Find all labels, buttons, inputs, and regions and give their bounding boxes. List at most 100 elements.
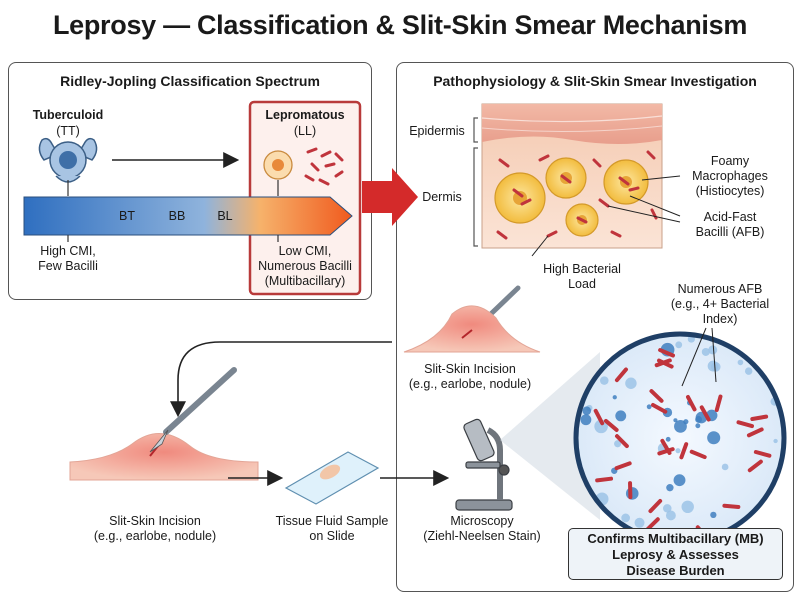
acid-fast-bacillus bbox=[764, 496, 774, 514]
stained-cell bbox=[737, 359, 744, 366]
acid-fast-bacillus bbox=[679, 442, 689, 460]
stained-cell bbox=[608, 339, 614, 345]
conclusion-line: Leprosy & Assesses bbox=[612, 547, 739, 562]
stained-cell bbox=[594, 419, 608, 434]
acid-fast-bacillus bbox=[654, 358, 672, 368]
stained-cell bbox=[708, 345, 718, 355]
acid-fast-bacillus bbox=[746, 427, 764, 438]
magnification-cone bbox=[500, 352, 600, 520]
stained-cell bbox=[646, 404, 652, 410]
lepromatous-abbr: (LL) bbox=[293, 124, 317, 138]
stained-cell bbox=[701, 347, 710, 356]
stained-cell bbox=[665, 436, 671, 442]
tissue-sample-label: Tissue Fluid Sample bbox=[275, 514, 389, 528]
bottom-incision-label: Slit-Skin Incision bbox=[109, 514, 201, 528]
stained-cell bbox=[763, 507, 775, 519]
transition-arrow bbox=[362, 168, 418, 226]
acid-fast-bacillus bbox=[750, 414, 769, 422]
tuberculoid-label: Tuberculoid bbox=[32, 108, 104, 122]
acid-fast-bacillus bbox=[747, 459, 763, 473]
stained-cell bbox=[773, 438, 778, 444]
stained-cell bbox=[621, 513, 630, 523]
incision-label: (e.g., earlobe, nodule) bbox=[408, 377, 532, 391]
stained-cell bbox=[615, 410, 627, 422]
stained-cell bbox=[666, 483, 674, 492]
spectrum-label-bl: BL bbox=[217, 209, 233, 223]
lepromatous-label: Lepromatous bbox=[265, 108, 345, 122]
diagram-title: Leprosy — Classification & Slit-Skin Sme… bbox=[52, 10, 748, 40]
stained-cell bbox=[675, 448, 681, 454]
stained-cell bbox=[673, 418, 678, 423]
spectrum-label-bb: BB bbox=[168, 209, 186, 223]
stained-cell bbox=[625, 377, 637, 389]
scalpel-icon bbox=[149, 367, 237, 453]
lepromatous-note: Numerous Bacilli bbox=[258, 259, 352, 273]
acid-fast-bacillus bbox=[689, 449, 707, 460]
bottom-incision-label: (e.g., earlobe, nodule) bbox=[93, 529, 217, 543]
acid-fast-bacillus bbox=[645, 517, 660, 532]
acid-fast-bacillus bbox=[736, 420, 754, 429]
bacterial-load-label: Load bbox=[568, 277, 596, 291]
acid-fast-bacillus bbox=[651, 402, 668, 414]
acid-fast-bacillus bbox=[614, 367, 628, 383]
microscope-icon bbox=[455, 418, 513, 511]
microscopy-label: Microscopy bbox=[450, 514, 514, 528]
tuberculoid-note: Few Bacilli bbox=[38, 259, 98, 273]
stained-cell bbox=[675, 341, 683, 349]
immune-cell-icon bbox=[38, 137, 98, 183]
pathophysiology-panel-title: Pathophysiology & Slit-Skin Smear Invest… bbox=[433, 73, 757, 89]
stained-cell bbox=[674, 419, 687, 433]
conclusion-line: Confirms Multibacillary (MB) bbox=[587, 531, 764, 546]
acid-fast-bacillus bbox=[714, 394, 723, 413]
acid-fast-bacillus bbox=[657, 447, 675, 456]
skin-cross-section bbox=[473, 103, 663, 249]
tissue-sample-label: on Slide bbox=[309, 529, 355, 543]
microscope-field bbox=[573, 331, 787, 545]
stained-cell bbox=[605, 337, 620, 352]
acid-fast-bacillus bbox=[593, 408, 605, 426]
stained-cell bbox=[600, 376, 609, 385]
acid-fast-bacillus bbox=[658, 348, 676, 358]
conclusion-box: Confirms Multibacillary (MB) Leprosy & A… bbox=[568, 528, 783, 580]
stained-cell bbox=[707, 360, 719, 372]
stained-cell bbox=[580, 414, 592, 426]
bacterial-load-label: High Bacterial bbox=[543, 262, 621, 276]
numerous-afb-label: Numerous AFB bbox=[677, 282, 763, 296]
acid-fast-bacillus bbox=[614, 434, 629, 449]
tuberculoid-note: High CMI, bbox=[40, 244, 96, 258]
stained-cell bbox=[744, 367, 753, 375]
foamy-macrophage-label: Macrophages bbox=[692, 169, 768, 183]
stained-cell bbox=[695, 423, 701, 429]
stained-cell bbox=[663, 504, 672, 513]
stained-cell bbox=[582, 406, 592, 416]
stained-cell bbox=[673, 474, 686, 487]
epidermis-label: Epidermis bbox=[409, 124, 465, 138]
acid-fast-bacillus bbox=[648, 498, 663, 514]
skin-incision-bump bbox=[69, 433, 259, 481]
acid-fast-bacillus bbox=[614, 461, 632, 471]
incision-label: Slit-Skin Incision bbox=[424, 362, 516, 376]
acid-fast-bacillus bbox=[649, 389, 664, 403]
tuberculoid-abbr: (TT) bbox=[56, 124, 80, 138]
afb-label: Bacilli (AFB) bbox=[695, 225, 765, 239]
bacilli-cluster-icon bbox=[304, 147, 344, 186]
numerous-afb-label: (e.g., 4+ Bacterial bbox=[670, 297, 770, 311]
process-flow-arrow bbox=[170, 341, 392, 418]
acid-fast-bacillus bbox=[595, 476, 614, 483]
conclusion-line: Disease Burden bbox=[626, 563, 725, 578]
stained-cell bbox=[614, 440, 622, 448]
stained-cell bbox=[634, 517, 645, 528]
stained-cell bbox=[721, 463, 729, 471]
numerous-afb-label: Index) bbox=[702, 312, 738, 326]
lepromatous-macrophage-icon bbox=[263, 150, 293, 180]
glass-slide-icon bbox=[284, 451, 380, 505]
lepromatous-note: Low CMI, bbox=[278, 244, 332, 258]
acid-fast-bacillus bbox=[699, 405, 711, 422]
afb-label: Acid-Fast bbox=[703, 210, 757, 224]
acid-fast-bacillus bbox=[685, 395, 697, 412]
foamy-macrophage-label: Foamy bbox=[710, 154, 750, 168]
foamy-macrophage-label: (Histiocytes) bbox=[695, 184, 765, 198]
acid-fast-bacillus bbox=[753, 449, 772, 458]
stained-cell bbox=[589, 514, 595, 520]
